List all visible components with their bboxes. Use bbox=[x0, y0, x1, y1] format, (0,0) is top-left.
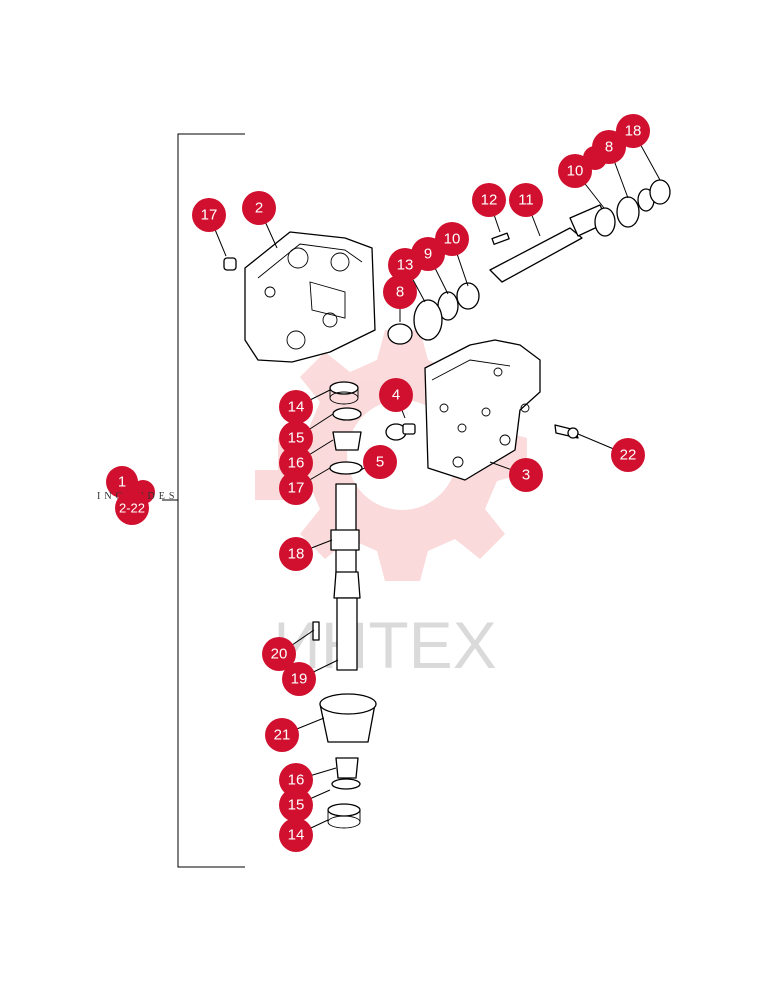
callout-8: 8 bbox=[383, 275, 417, 309]
svg-text:5: 5 bbox=[376, 454, 384, 471]
svg-text:17: 17 bbox=[288, 480, 305, 497]
callout-10-top: 10 bbox=[558, 154, 592, 188]
svg-text:2: 2 bbox=[255, 200, 263, 217]
callout-19: 19 bbox=[282, 662, 316, 696]
upper-shaft-assembly bbox=[387, 179, 671, 345]
callout-22: 22 bbox=[611, 438, 645, 472]
callout-4: 4 bbox=[379, 378, 413, 412]
callout-8-top: 8 bbox=[592, 130, 626, 164]
screw-plug bbox=[385, 423, 416, 441]
svg-text:8: 8 bbox=[605, 139, 613, 156]
svg-text:16: 16 bbox=[288, 772, 305, 789]
svg-text:14: 14 bbox=[288, 827, 305, 844]
svg-text:10: 10 bbox=[567, 163, 584, 180]
callout-5: 5 bbox=[363, 445, 397, 479]
svg-text:15: 15 bbox=[288, 797, 305, 814]
svg-text:8: 8 bbox=[396, 284, 404, 301]
callout-16-bottom: 16 bbox=[279, 763, 313, 797]
svg-text:12: 12 bbox=[481, 192, 498, 209]
svg-text:18: 18 bbox=[288, 546, 305, 563]
assembly-range: 2-22 bbox=[119, 501, 145, 516]
svg-text:18: 18 bbox=[625, 123, 642, 140]
callout-2: 2 bbox=[242, 191, 276, 225]
callout-16-top: 16 bbox=[279, 446, 313, 480]
vertical-shaft-assembly bbox=[312, 381, 377, 829]
callout-12: 12 bbox=[472, 183, 506, 217]
assembly-number: 1 bbox=[118, 474, 126, 491]
svg-text:3: 3 bbox=[522, 467, 530, 484]
callout-6: 17 bbox=[192, 198, 226, 232]
callout-20: 20 bbox=[262, 637, 296, 671]
svg-text:14: 14 bbox=[288, 399, 305, 416]
callout-17: 17 bbox=[279, 471, 313, 505]
housing-right bbox=[424, 339, 541, 481]
svg-text:4: 4 bbox=[392, 387, 400, 404]
assembly-bracket bbox=[162, 133, 245, 868]
callout-21: 21 bbox=[265, 718, 299, 752]
callout-14-top: 14 bbox=[279, 390, 313, 424]
callout-15-bottom: 15 bbox=[279, 788, 313, 822]
assembly-label: 1 INCLUDES 2-22 bbox=[97, 466, 174, 525]
callout-13: 13 bbox=[388, 248, 422, 282]
callout-18: 18 bbox=[279, 537, 313, 571]
svg-text:17: 17 bbox=[201, 207, 218, 224]
callout-3: 3 bbox=[509, 458, 543, 492]
svg-text:10: 10 bbox=[444, 231, 461, 248]
svg-text:9: 9 bbox=[424, 246, 432, 263]
bolt bbox=[554, 424, 579, 439]
callout-7: 18 bbox=[616, 114, 650, 148]
plug bbox=[223, 257, 237, 271]
svg-text:13: 13 bbox=[397, 257, 414, 274]
svg-text:19: 19 bbox=[291, 671, 308, 688]
callout-14-bottom: 14 bbox=[279, 818, 313, 852]
svg-text:16: 16 bbox=[288, 455, 305, 472]
callout-15-top: 15 bbox=[279, 421, 313, 455]
svg-text:15: 15 bbox=[288, 430, 305, 447]
svg-text:21: 21 bbox=[274, 727, 291, 744]
svg-text:22: 22 bbox=[620, 447, 637, 464]
svg-text:11: 11 bbox=[518, 192, 534, 209]
housing-left bbox=[244, 231, 376, 363]
svg-text:20: 20 bbox=[271, 646, 288, 663]
callouts: 17 2 3 4 5 22 18 8 10 11 12 10 9 13 8 14… bbox=[192, 114, 650, 852]
callout-11: 11 bbox=[509, 183, 543, 217]
